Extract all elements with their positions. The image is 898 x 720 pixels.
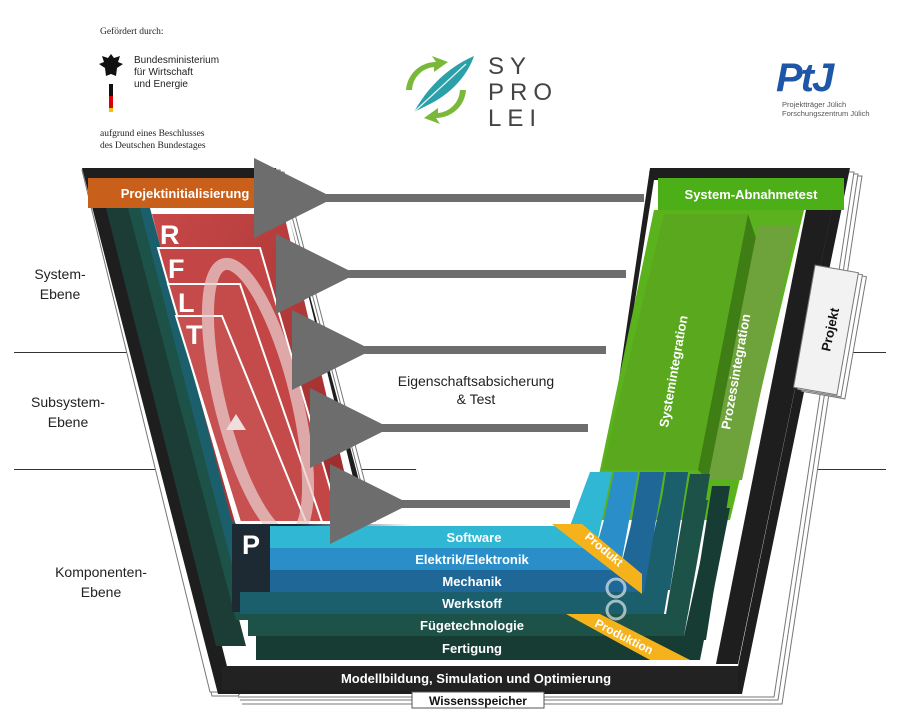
prozessintegration-block bbox=[708, 226, 796, 480]
band-software bbox=[270, 526, 570, 548]
modelling-label: Modellbildung, Simulation und Optimierun… bbox=[341, 671, 611, 686]
ptj-logo: PtJ bbox=[776, 56, 834, 100]
band-werkstoff bbox=[240, 592, 640, 614]
level-label-system: System-Ebene bbox=[34, 266, 86, 302]
product-tag bbox=[552, 524, 642, 594]
level-label-subsystem: Subsystem-Ebene bbox=[31, 394, 105, 430]
band-elektrik-label: Elektrik/Elektronik bbox=[415, 552, 529, 567]
resolution-note: aufgrund eines Beschlusses des Deutschen… bbox=[100, 129, 206, 151]
knowledge-store-band bbox=[411, 691, 545, 709]
system-abnahmetest-bar bbox=[658, 178, 844, 210]
level-label-component: Komponenten-Ebene bbox=[55, 564, 147, 600]
federal-eagle-icon bbox=[98, 52, 124, 112]
band-fuegetechnologie-label: Fügetechnologie bbox=[420, 618, 524, 633]
ptj-subtitle: Projektträger Jülich Forschungszentrum J… bbox=[782, 100, 870, 118]
rflt-letter-t: T bbox=[186, 320, 203, 350]
band-mechanik-label: Mechanik bbox=[442, 574, 502, 589]
sync-icon bbox=[605, 577, 627, 599]
systemintegration-block bbox=[602, 214, 748, 470]
syprolei-wordmark: SY PRO LEI bbox=[488, 53, 559, 132]
p-letter: P bbox=[242, 530, 260, 560]
system-abnahmetest-label: System-Abnahmetest bbox=[685, 187, 819, 202]
middle-label-line2: & Test bbox=[457, 391, 496, 407]
band-mechanik bbox=[270, 570, 620, 592]
band-fertigung-label: Fertigung bbox=[442, 641, 502, 656]
cycle-arrow-icon bbox=[424, 90, 466, 124]
modelling-band bbox=[222, 666, 738, 690]
band-fertigung bbox=[256, 636, 684, 660]
funder-intro: Gefördert durch: bbox=[100, 27, 164, 37]
knowledge-label: Wissensspeicher bbox=[429, 694, 527, 708]
band-werkstoff-label: Werkstoff bbox=[442, 596, 502, 611]
project-tab bbox=[792, 264, 860, 396]
rflt-letter-l: L bbox=[178, 288, 195, 318]
ministry-name: Bundesministerium für Wirtschaft und Ene… bbox=[134, 55, 220, 90]
middle-label-line1: Eigenschaftsabsicherung bbox=[398, 373, 554, 389]
band-fuegetechnologie bbox=[248, 614, 668, 636]
band-software-label: Software bbox=[447, 530, 502, 545]
syprolei-logo bbox=[396, 50, 576, 130]
sync-icon bbox=[605, 599, 627, 621]
projektinitialisierung-bar bbox=[88, 178, 282, 208]
band-elektrik bbox=[270, 548, 596, 570]
rflt-letter-f: F bbox=[168, 254, 185, 284]
production-tag bbox=[566, 614, 690, 660]
rflt-letter-r: R bbox=[160, 220, 180, 250]
cycle-arrow-icon bbox=[406, 56, 448, 90]
projektinitialisierung-label: Projektinitialisierung bbox=[121, 186, 250, 201]
